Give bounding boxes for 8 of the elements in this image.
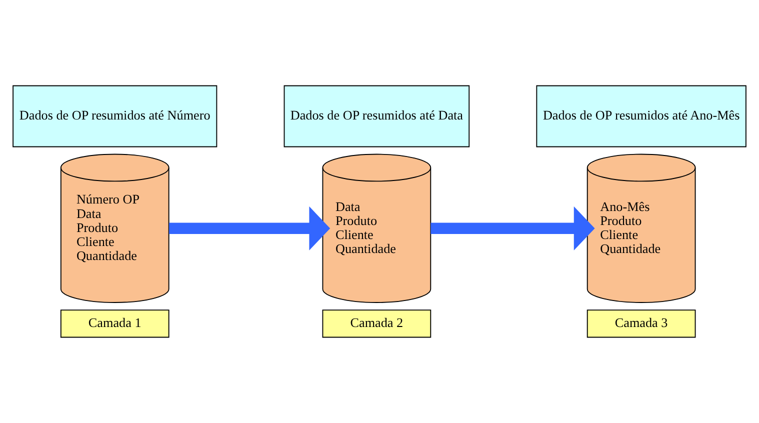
node-box: Camada 3: [586, 310, 696, 338]
arrow: [430, 206, 595, 250]
node-box: Camada 2: [322, 310, 432, 338]
node-box: Dados de OP resumidos até Número: [12, 85, 218, 148]
node-box: Camada 1: [60, 310, 170, 338]
node-box: Dados de OP resumidos até Ano-Mês: [536, 85, 746, 148]
node-box: Dados de OP resumidos até Data: [284, 85, 470, 148]
arrow: [169, 206, 330, 250]
